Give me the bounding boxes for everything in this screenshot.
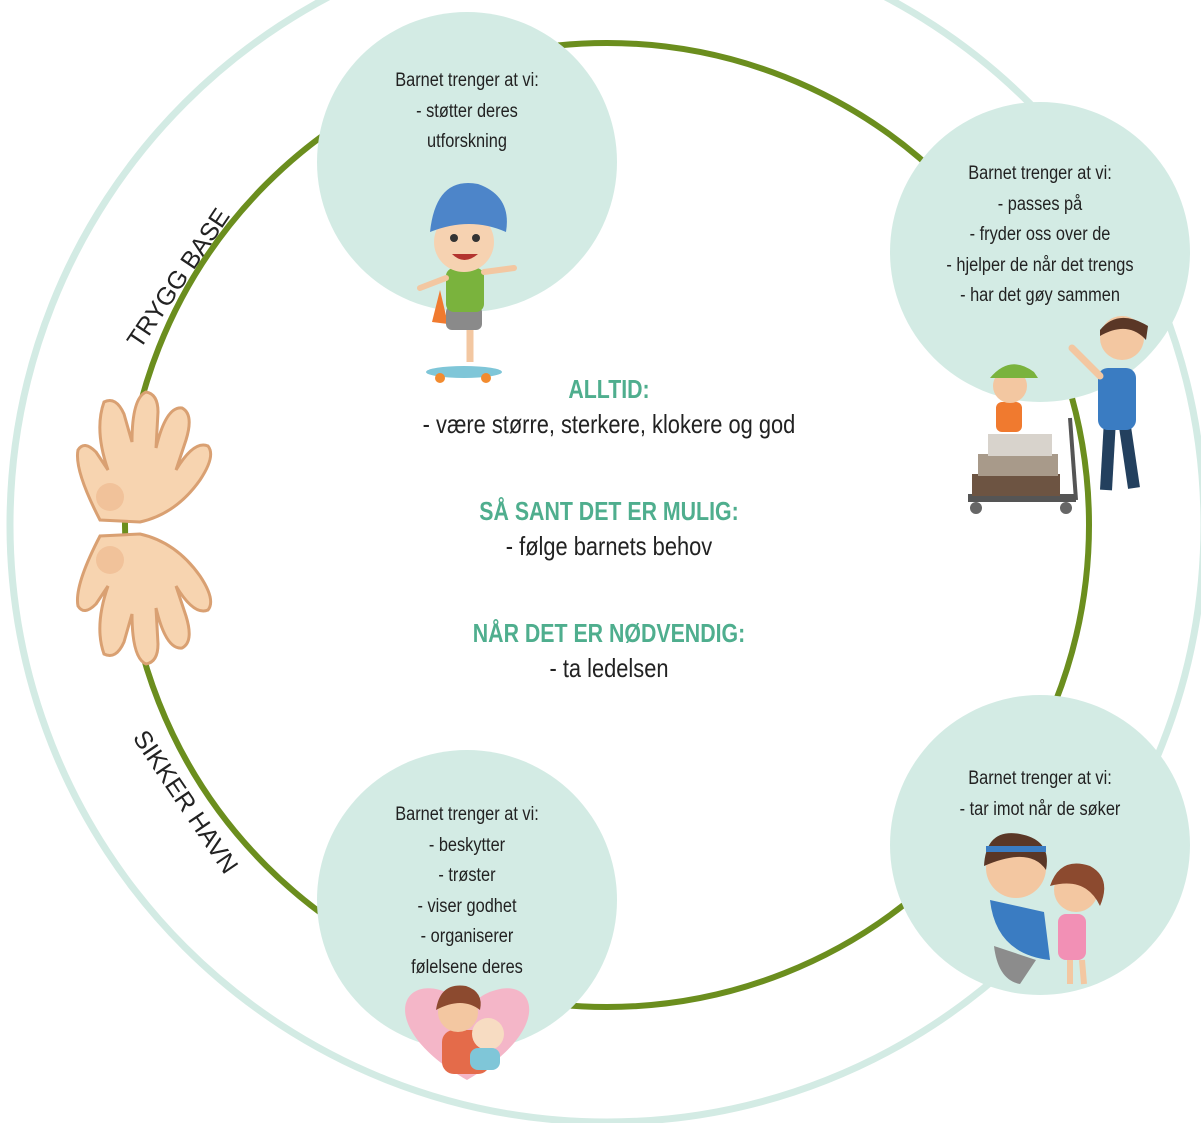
ring-label-safe-haven: SIKKER HAVN xyxy=(127,725,243,878)
center-block-possible: SÅ SANT DET ER MULIG: - følge barnets be… xyxy=(359,496,859,562)
inner-ring xyxy=(122,40,1092,1010)
bubble-line: - støtter deres xyxy=(416,100,518,122)
child-skateboarding-icon xyxy=(417,183,517,383)
ring-label-secure-base: TRYGG BASE xyxy=(122,203,236,353)
bubble-line: Barnet trenger at vi: xyxy=(395,70,539,91)
father-with-cart-icon xyxy=(968,316,1148,514)
mother-holding-baby-icon xyxy=(405,985,530,1080)
heading-always: ALLTID: xyxy=(568,374,650,404)
bubble-top-right-text: Barnet trenger at vi: - passes på - fryd… xyxy=(928,159,1152,312)
bubble-bottom-left-text: Barnet trenger at vi: - beskytter - trøs… xyxy=(372,800,561,983)
bubble-line: - passes på xyxy=(997,193,1083,215)
open-hands-icon xyxy=(75,390,213,666)
center-block-necessary: NÅR DET ER NØDVENDIG: - ta ledelsen xyxy=(359,618,859,684)
bubble-line: utforskning xyxy=(427,131,507,152)
bubble-top-left-text: Barnet trenger at vi: - støtter deres ut… xyxy=(381,66,553,158)
bubble-bottom-left xyxy=(317,750,617,1050)
center-block-always: ALLTID: - være større, sterkere, klokere… xyxy=(359,374,859,440)
bubble-line: - har det gøy sammen xyxy=(960,285,1120,306)
outer-ring xyxy=(6,0,1201,1123)
bubble-line: - trøster xyxy=(438,865,496,886)
text-always: - være større, sterkere, klokere og god xyxy=(422,409,796,439)
bubble-line: Barnet trenger at vi: xyxy=(968,163,1112,184)
bubble-line: - viser godhet xyxy=(417,895,517,917)
bubble-line: Barnet trenger at vi: xyxy=(968,768,1112,789)
bubble-line: - organiserer xyxy=(420,926,514,947)
mother-welcoming-child-icon xyxy=(984,833,1105,985)
bubble-line: Barnet trenger at vi: xyxy=(395,804,539,825)
heading-necessary: NÅR DET ER NØDVENDIG: xyxy=(472,618,746,648)
bubble-line: følelsene deres xyxy=(411,956,523,978)
heading-possible: SÅ SANT DET ER MULIG: xyxy=(479,496,739,526)
bubble-top-left xyxy=(317,12,617,312)
bubble-line: - hjelper de når det trengs xyxy=(946,254,1134,276)
text-possible: - følge barnets behov xyxy=(505,531,713,561)
text-necessary: - ta ledelsen xyxy=(549,653,669,683)
bubble-line: - fryder oss over de xyxy=(969,224,1111,245)
bubble-bottom-right-text: Barnet trenger at vi: - tar imot når de … xyxy=(937,764,1143,825)
bubble-line: - tar imot når de søker xyxy=(959,798,1121,820)
bubble-line: - beskytter xyxy=(428,834,506,856)
